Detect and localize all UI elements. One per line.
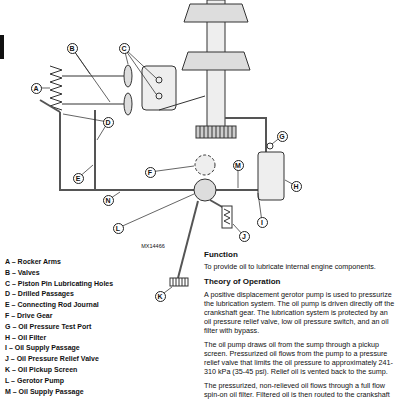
callout-circle: J	[239, 231, 250, 242]
key-entry: D – Drilled Passages	[5, 289, 74, 298]
callout-circle: H	[291, 181, 302, 192]
callout-circle: D	[103, 117, 114, 128]
key-entry: E – Connecting Rod Journal	[5, 300, 99, 309]
section-heading: Function	[204, 250, 396, 260]
key-entry: M – Oil Supply Passage	[5, 387, 84, 396]
callout-circle: E	[73, 173, 84, 184]
figure-id: MX14466	[128, 243, 178, 250]
body-text: The oil pump draws oil from the sump thr…	[204, 340, 396, 376]
callout-letter: K	[157, 293, 162, 300]
callout-letter: F	[148, 169, 152, 176]
callout-circle: F	[145, 167, 156, 178]
callout-circle: G	[277, 131, 288, 142]
callout-circle: L	[113, 223, 124, 234]
callout-circle: I	[257, 217, 268, 228]
callout-circle: B	[67, 43, 78, 54]
callout-letter: C	[121, 45, 126, 52]
callout-circle: K	[155, 291, 166, 302]
key-entry: C – Piston Pin Lubricating Holes	[5, 279, 113, 288]
key-entry: H – Oil Filter	[5, 333, 46, 342]
body-text: A positive displacement gerotor pump is …	[204, 290, 396, 335]
callout-circle: M	[233, 160, 244, 171]
valve-train	[50, 65, 205, 115]
key-entry: I – Oil Supply Passage	[5, 343, 80, 352]
key-entry: A – Rocker Arms	[5, 257, 61, 266]
callout-letter: N	[105, 197, 110, 204]
callout-letter: H	[293, 183, 298, 190]
callout-letter: A	[33, 85, 38, 92]
callout-letter: J	[242, 233, 246, 240]
callout-letter: G	[279, 133, 284, 140]
key-entry: J – Oil Pressure Relief Valve	[5, 354, 99, 363]
key-entry: F – Drive Gear	[5, 311, 52, 320]
body-text: To provide oil to lubricate internal eng…	[204, 262, 396, 271]
key-entry: K – Oil Pickup Screen	[5, 365, 77, 374]
callout-circle: C	[119, 43, 130, 54]
section-heading: Theory of Operation	[204, 277, 396, 287]
callout-letter: B	[69, 45, 74, 52]
callout-letter: E	[76, 175, 81, 182]
leader-lines	[36, 48, 296, 296]
callout-circle: A	[31, 83, 42, 94]
key-entry: L – Gerotor Pump	[5, 376, 64, 385]
key-entry: G – Oil Pressure Test Port	[5, 322, 91, 331]
key-entry: B – Valves	[5, 268, 40, 277]
callout-letter: D	[105, 119, 110, 126]
page-tab	[0, 35, 4, 59]
callout-letter: L	[116, 225, 120, 232]
body-text: The pressurized, non-relieved oil flows …	[204, 381, 396, 399]
callout-letter: M	[235, 162, 241, 169]
callout-letter: I	[261, 219, 263, 226]
callout-circle: N	[103, 195, 114, 206]
